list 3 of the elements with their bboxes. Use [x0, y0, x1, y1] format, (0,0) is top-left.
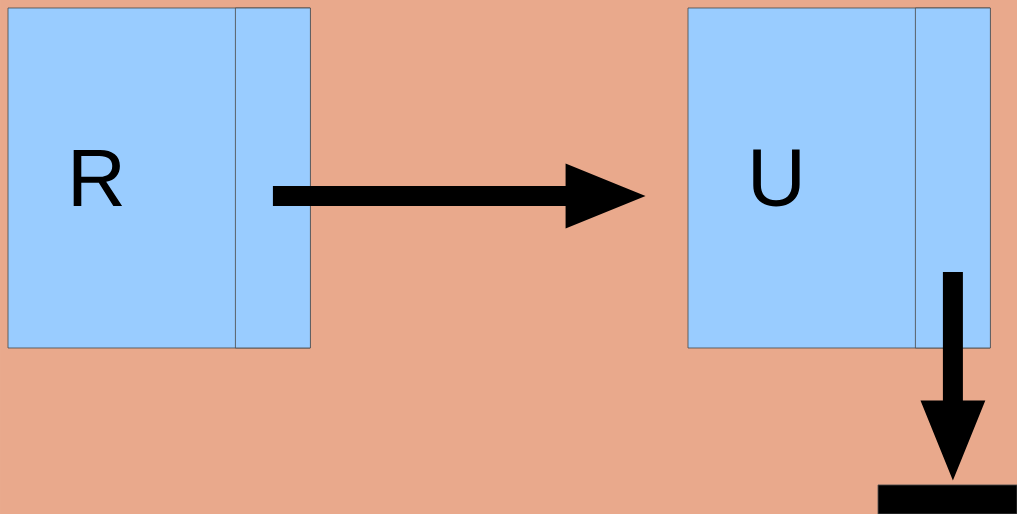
ground-bar [877, 484, 1017, 514]
compartment-box [915, 7, 991, 349]
compartment-box [235, 7, 311, 349]
